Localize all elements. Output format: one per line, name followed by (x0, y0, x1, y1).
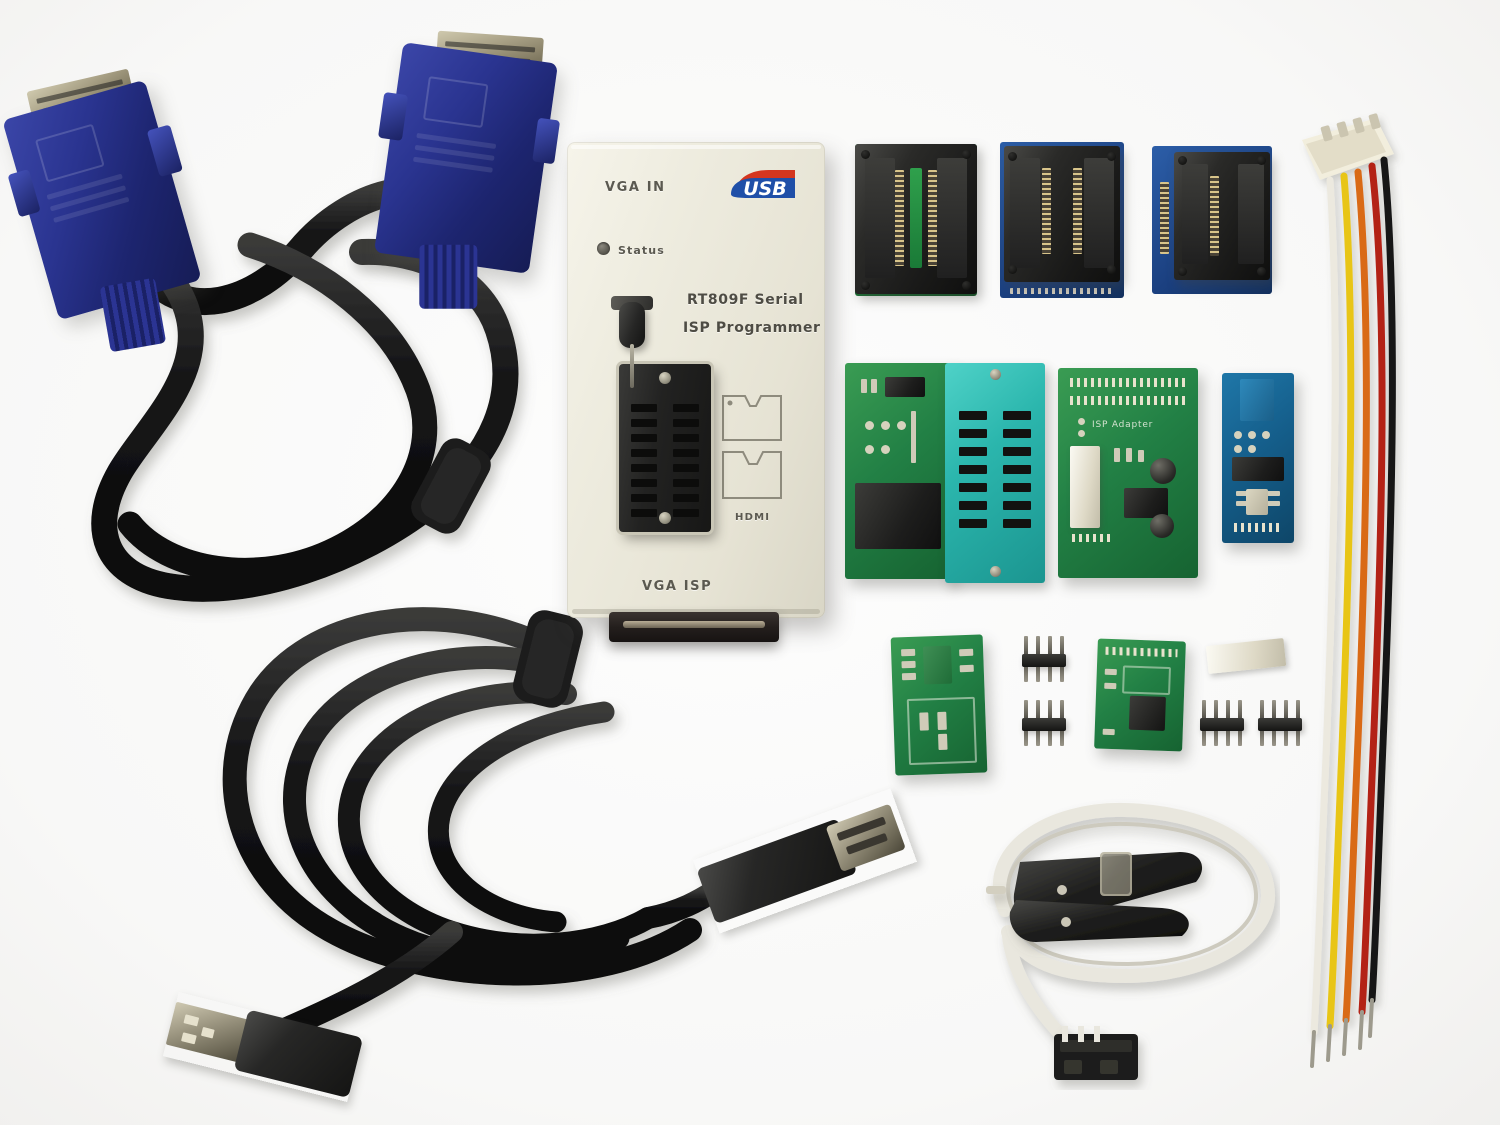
small-pcb-left[interactable] (890, 634, 988, 776)
usb-logo-badge: USB (725, 164, 803, 204)
hdmi-icon (719, 390, 785, 506)
vga-strain-relief-left (99, 277, 167, 353)
usb-b-shield (825, 803, 906, 873)
vga-isp-label: VGA ISP (642, 579, 713, 594)
white-jst-connector[interactable] (1070, 446, 1100, 528)
eeprom-zif-board[interactable] (845, 363, 1045, 585)
usb-cable-path (222, 607, 727, 1047)
model-line-1: RT809F Serial (687, 292, 804, 308)
sop-dip-adapter-2[interactable] (1000, 142, 1124, 298)
rt809f-programmer-unit[interactable]: VGA IN USB Status RT809F Serial ISP Prog… (567, 142, 825, 642)
vga-in-label: VGA IN (605, 180, 666, 195)
wire-black (1368, 156, 1396, 1004)
svg-text:USB: USB (743, 178, 787, 200)
isp-adapter-board[interactable]: ISP Adapter (1058, 368, 1198, 578)
pin-header-3[interactable] (1200, 700, 1244, 764)
small-pcb-right[interactable] (1094, 638, 1186, 752)
status-label: Status (618, 244, 665, 257)
harness-wires (1310, 156, 1396, 1036)
isp-adapter-silkscreen: ISP Adapter (1092, 420, 1154, 430)
teal-zif-socket[interactable] (945, 363, 1045, 583)
wire-tips (1310, 998, 1374, 1068)
pin-header-4[interactable] (1258, 700, 1302, 764)
zif-dip-socket[interactable] (619, 364, 711, 532)
usb-type-b-plug (693, 788, 917, 933)
pin-header-1[interactable] (1022, 636, 1066, 700)
vga-isp-port[interactable] (609, 612, 779, 642)
hdmi-label: HDMI (735, 512, 771, 523)
sop8-blue-adapter[interactable] (1222, 373, 1294, 543)
wire-harness[interactable] (1280, 100, 1450, 1080)
vga-housing-right (374, 42, 558, 274)
case-bottom-edge (572, 609, 820, 614)
jst-5pin-connector (1302, 113, 1394, 180)
wire-orange (1342, 168, 1370, 1024)
wire-white (1310, 176, 1339, 1036)
clip-jaws (986, 852, 1203, 942)
pin-header-2[interactable] (1022, 700, 1066, 764)
wire-yellow (1326, 172, 1355, 1030)
vga-strain-relief-right (419, 244, 478, 309)
sop-dip-adapter-3[interactable] (1152, 146, 1272, 294)
case-top-edge (571, 145, 821, 149)
vga-connector-right (374, 30, 561, 309)
soic-test-clip-assembly[interactable] (950, 790, 1280, 1090)
wire-red (1358, 162, 1386, 1016)
white-connector-housing[interactable] (1205, 638, 1287, 674)
usb-type-a-plug (163, 992, 364, 1102)
model-line-2: ISP Programmer (683, 320, 821, 336)
ribbon-connector (1054, 1026, 1138, 1080)
status-led (597, 242, 610, 255)
sop-dip-adapter-1[interactable] (855, 144, 977, 296)
vga-connector-left (2, 68, 202, 353)
zif-lever[interactable] (611, 296, 653, 388)
